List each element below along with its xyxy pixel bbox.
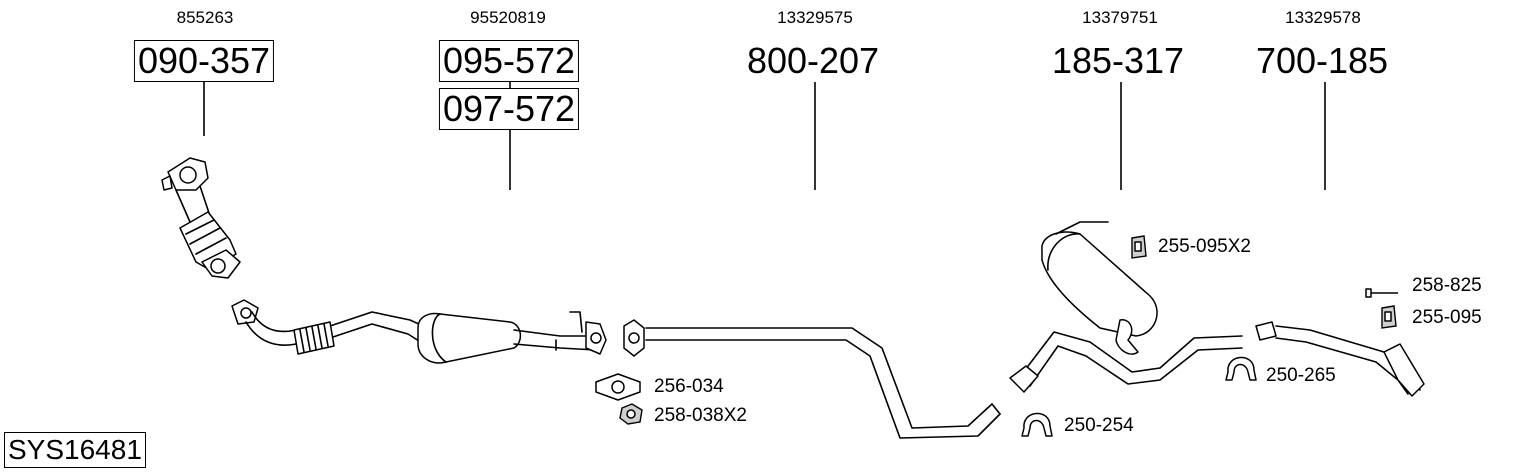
middle-silencer-drawing — [417, 311, 607, 364]
gasket-icon — [595, 373, 641, 401]
accessory-label-250-254[interactable]: 250-254 — [1064, 415, 1134, 436]
accessory-label-255-095x2[interactable]: 255-095X2 — [1158, 236, 1251, 257]
part-number-700-185[interactable]: 700-185 — [1255, 40, 1389, 81]
clamp-icon-250-265 — [1225, 356, 1257, 381]
oem-number-3: 13329575 — [777, 8, 853, 27]
clamp-icon-250-254 — [1021, 412, 1053, 437]
part-number-090-357[interactable]: 090-357 — [133, 40, 275, 82]
part-number-185-317[interactable]: 185-317 — [1051, 40, 1185, 81]
part-number-800-207[interactable]: 800-207 — [746, 40, 880, 81]
accessory-label-258-825[interactable]: 258-825 — [1412, 275, 1482, 296]
oem-number-4: 13379751 — [1082, 8, 1158, 27]
part-number-095-572[interactable]: 095-572 — [438, 40, 580, 82]
rear-silencer-drawing — [1009, 221, 1243, 393]
nut-icon — [619, 403, 643, 425]
tail-pipe-drawing — [1255, 321, 1425, 397]
accessory-label-255-095[interactable]: 255-095 — [1412, 307, 1482, 328]
accessory-label-258-038x2[interactable]: 258-038X2 — [654, 405, 747, 426]
oem-number-1: 855263 — [176, 8, 234, 27]
oem-number-2: 95520819 — [470, 8, 546, 27]
catalytic-converter-drawing — [161, 157, 241, 279]
rubber-mount-icon — [1381, 305, 1397, 329]
system-id-label: SYS16481 — [4, 432, 146, 468]
front-pipe-drawing — [231, 299, 433, 355]
centre-pipe-drawing — [623, 319, 1001, 439]
oem-number-5: 13329578 — [1285, 8, 1361, 27]
accessory-label-250-265[interactable]: 250-265 — [1266, 365, 1336, 386]
part-number-097-572[interactable]: 097-572 — [438, 88, 580, 130]
accessory-label-256-034[interactable]: 256-034 — [654, 376, 724, 397]
bolt-icon — [1365, 288, 1398, 298]
rubber-mount-icon-x2 — [1131, 235, 1147, 259]
